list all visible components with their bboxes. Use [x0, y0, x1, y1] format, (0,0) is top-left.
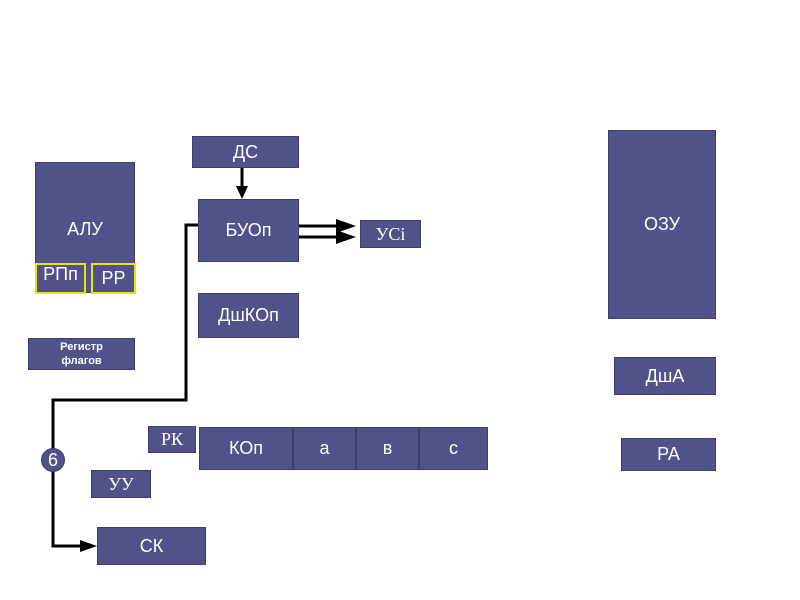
flags-label: Регистр флагов: [60, 341, 103, 367]
arrow-icon: [236, 186, 248, 199]
kop-field: КОп: [199, 427, 293, 470]
bus-width-label: 6: [47, 449, 58, 470]
alu-label: АЛУ: [67, 219, 103, 239]
arrow-icon: [80, 540, 97, 552]
rr-register: РР: [91, 263, 136, 294]
rr-label: РР: [101, 268, 126, 288]
c-label: с: [449, 438, 458, 458]
buop-block: БУОп: [198, 199, 299, 262]
bus-width-badge: 6: [41, 448, 65, 472]
uu-block: УУ: [91, 470, 151, 498]
buop-label: БУОп: [225, 220, 272, 240]
ra-label: РА: [657, 444, 680, 464]
bus-line: [51, 223, 198, 548]
dsha-block: ДшА: [614, 357, 716, 395]
c-field: с: [419, 427, 488, 470]
arrow-icon: [336, 219, 356, 233]
sk-block: СК: [97, 527, 206, 565]
rk-block: РК: [148, 426, 196, 453]
v-label: в: [382, 438, 393, 458]
dshkop-block: ДшКОп: [198, 293, 299, 338]
ozu-label: ОЗУ: [643, 214, 681, 234]
dsha-label: ДшА: [645, 365, 685, 386]
kop-label: КОп: [228, 438, 264, 458]
ozu-block: ОЗУ: [608, 130, 716, 319]
ra-block: РА: [621, 438, 716, 471]
ds-block: ДС: [192, 136, 299, 168]
a-field: а: [293, 427, 356, 470]
arrow-icon: [336, 230, 356, 244]
ds-label: ДС: [232, 141, 259, 162]
rk-label: РК: [160, 429, 184, 449]
usi-label: УСi: [375, 223, 406, 244]
usi-block: УСi: [360, 220, 421, 248]
a-label: а: [319, 438, 330, 458]
flags-register: Регистр флагов: [28, 338, 135, 370]
dshkop-label: ДшКОп: [218, 305, 279, 325]
rpp-register: РПп: [35, 263, 86, 294]
rpp-label: РПп: [43, 264, 78, 284]
uu-label: УУ: [108, 473, 134, 494]
sk-label: СК: [139, 535, 164, 556]
v-field: в: [356, 427, 419, 470]
